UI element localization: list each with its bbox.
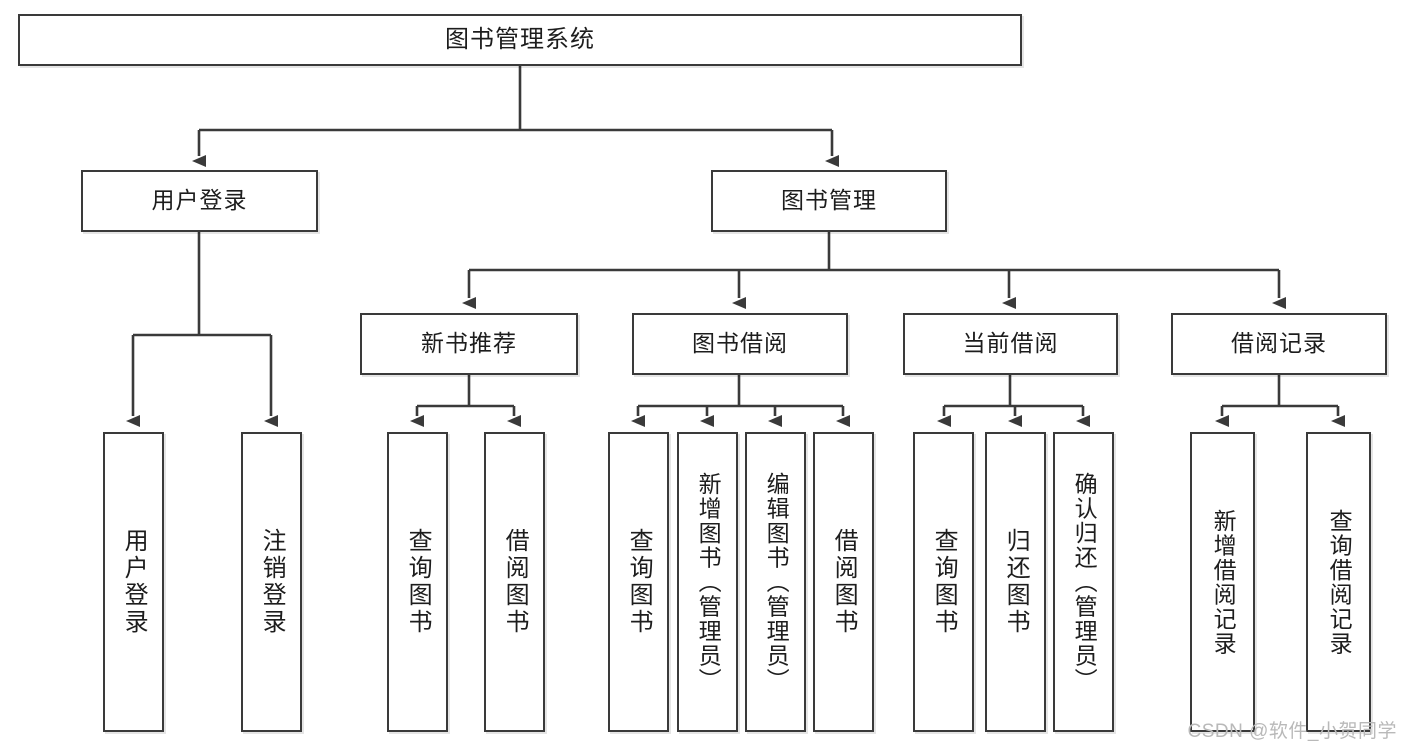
node-leaf-logout[interactable]: 注销登录	[241, 432, 302, 732]
node-leaf-query-borrow-record[interactable]: 查询借阅记录	[1306, 432, 1371, 732]
node-leaf-return-book[interactable]: 归还图书	[985, 432, 1046, 732]
node-user-login-group[interactable]: 用户登录	[81, 170, 318, 232]
node-label: 借阅图书	[830, 528, 858, 636]
node-root-system[interactable]: 图书管理系统	[18, 14, 1022, 66]
node-leaf-user-login[interactable]: 用户登录	[103, 432, 164, 732]
node-label: 借阅图书	[501, 528, 529, 636]
node-book-borrow[interactable]: 图书借阅	[632, 313, 848, 375]
node-leaf-edit-book-admin[interactable]: 编辑图书（管理员）	[745, 432, 806, 732]
node-label: 新书推荐	[421, 330, 517, 357]
node-label: 查询图书	[625, 528, 653, 636]
node-leaf-query-book-new[interactable]: 查询图书	[387, 432, 448, 732]
node-label: 借阅记录	[1231, 330, 1327, 357]
watermark: CSDN @软件_小贺同学	[1187, 721, 1397, 742]
node-label: 查询图书	[930, 528, 958, 636]
node-label: 注销登录	[258, 528, 286, 636]
node-label: 查询借阅记录	[1326, 508, 1353, 656]
node-borrow-record[interactable]: 借阅记录	[1171, 313, 1387, 375]
node-label: 用户登录	[151, 187, 248, 214]
node-leaf-add-borrow-record[interactable]: 新增借阅记录	[1190, 432, 1255, 732]
node-label: 确认归还（管理员）	[1071, 471, 1098, 693]
node-leaf-add-book-admin[interactable]: 新增图书（管理员）	[677, 432, 738, 732]
node-leaf-confirm-return-admin[interactable]: 确认归还（管理员）	[1053, 432, 1114, 732]
node-book-management-group[interactable]: 图书管理	[711, 170, 947, 232]
node-new-book-recommend[interactable]: 新书推荐	[360, 313, 578, 375]
node-leaf-borrow-book[interactable]: 借阅图书	[813, 432, 874, 732]
node-label: 图书借阅	[692, 330, 788, 357]
node-leaf-query-book-borrow[interactable]: 查询图书	[608, 432, 669, 732]
node-label: 图书管理	[781, 187, 877, 214]
node-label: 查询图书	[404, 528, 432, 636]
node-label: 当前借阅	[962, 330, 1059, 357]
node-current-borrow[interactable]: 当前借阅	[903, 313, 1118, 375]
node-leaf-query-book-current[interactable]: 查询图书	[913, 432, 974, 732]
node-label: 用户登录	[120, 528, 148, 636]
node-label: 编辑图书（管理员）	[763, 471, 790, 693]
node-label: 新增借阅记录	[1210, 508, 1237, 656]
node-label: 归还图书	[1002, 528, 1030, 636]
node-label: 图书管理系统	[445, 25, 595, 53]
node-label: 新增图书（管理员）	[695, 471, 722, 693]
node-leaf-borrow-book-new[interactable]: 借阅图书	[484, 432, 545, 732]
